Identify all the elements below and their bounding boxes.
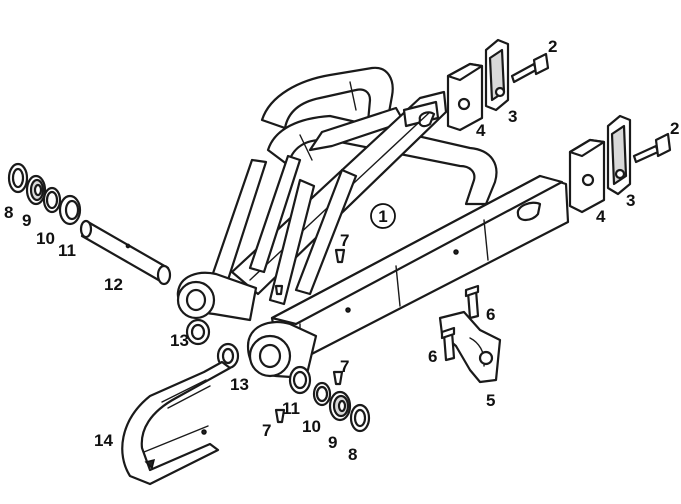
bushing-left bbox=[58, 194, 82, 226]
chain-adjuster-block-right bbox=[568, 138, 606, 214]
ring-right bbox=[312, 381, 332, 407]
chain-guide bbox=[121, 360, 232, 486]
screw-bottom bbox=[274, 408, 286, 424]
seal-left bbox=[25, 174, 47, 206]
chain-adjuster-top bbox=[484, 38, 510, 112]
callout-ring-left: 10 bbox=[36, 229, 55, 248]
callout-block-top: 4 bbox=[476, 121, 486, 140]
swingarm-struts bbox=[208, 154, 358, 306]
callout-washer-left: 8 bbox=[4, 203, 13, 222]
seal-right bbox=[328, 390, 352, 422]
chain-adjuster-block-top bbox=[446, 62, 484, 132]
callout-ring-right: 10 bbox=[302, 417, 321, 436]
sleeve-upper bbox=[185, 318, 211, 346]
chain-adjuster-right bbox=[606, 114, 632, 196]
screw-pivot bbox=[274, 284, 284, 296]
bushing-right bbox=[288, 365, 312, 395]
bracket-bolt-upper bbox=[464, 284, 480, 320]
adjuster-bolt-top bbox=[510, 52, 550, 84]
callout-washer-right: 8 bbox=[348, 445, 357, 464]
ring-left bbox=[42, 186, 62, 214]
bracket-bolt-lower bbox=[440, 326, 456, 362]
washer-right bbox=[349, 403, 371, 433]
callout-bushing-right: 11 bbox=[282, 399, 300, 418]
callout-adjuster-right: 3 bbox=[626, 191, 635, 210]
callout-bolt-top: 2 bbox=[548, 37, 557, 56]
callout-screw7-top: 7 bbox=[340, 231, 349, 250]
callout-labels: 2 2 3 3 4 4 5 6 6 7 7 7 8 8 9 9 10 10 11… bbox=[4, 37, 679, 464]
callout-pivot-shaft: 12 bbox=[104, 275, 123, 294]
callout-sleeve-lower: 13 bbox=[230, 375, 249, 394]
screw-right bbox=[332, 370, 344, 386]
callout-chain-guide: 14 bbox=[94, 431, 113, 450]
pivot-housing-left bbox=[176, 271, 258, 322]
callout-sleeve-upper: 13 bbox=[170, 331, 189, 350]
callout-bushing-left: 11 bbox=[58, 241, 76, 260]
callout-adjuster-top: 3 bbox=[508, 107, 517, 126]
washer-left bbox=[7, 162, 29, 194]
swingarm-upper-brace bbox=[260, 66, 498, 206]
pivot-shaft bbox=[79, 219, 172, 286]
swingarm-right-beam bbox=[270, 174, 570, 362]
adjuster-bolt-right bbox=[632, 132, 672, 164]
callout-frame-main: 1 bbox=[370, 203, 396, 229]
callout-bolt6-upper: 6 bbox=[486, 305, 495, 324]
callout-screw7-right: 7 bbox=[340, 357, 349, 376]
callout-frame-main-label: 1 bbox=[378, 207, 387, 226]
callout-seal-right: 9 bbox=[328, 433, 337, 452]
callout-screw7-bottom: 7 bbox=[262, 421, 271, 440]
screw-top bbox=[334, 248, 346, 264]
callout-bracket: 5 bbox=[486, 391, 495, 410]
callout-seal-left: 9 bbox=[22, 211, 31, 230]
pivot-housing-right bbox=[246, 320, 318, 380]
callout-bolt6-lower: 6 bbox=[428, 347, 437, 366]
callout-bolt-right: 2 bbox=[670, 119, 679, 138]
callout-block-right: 4 bbox=[596, 207, 606, 226]
